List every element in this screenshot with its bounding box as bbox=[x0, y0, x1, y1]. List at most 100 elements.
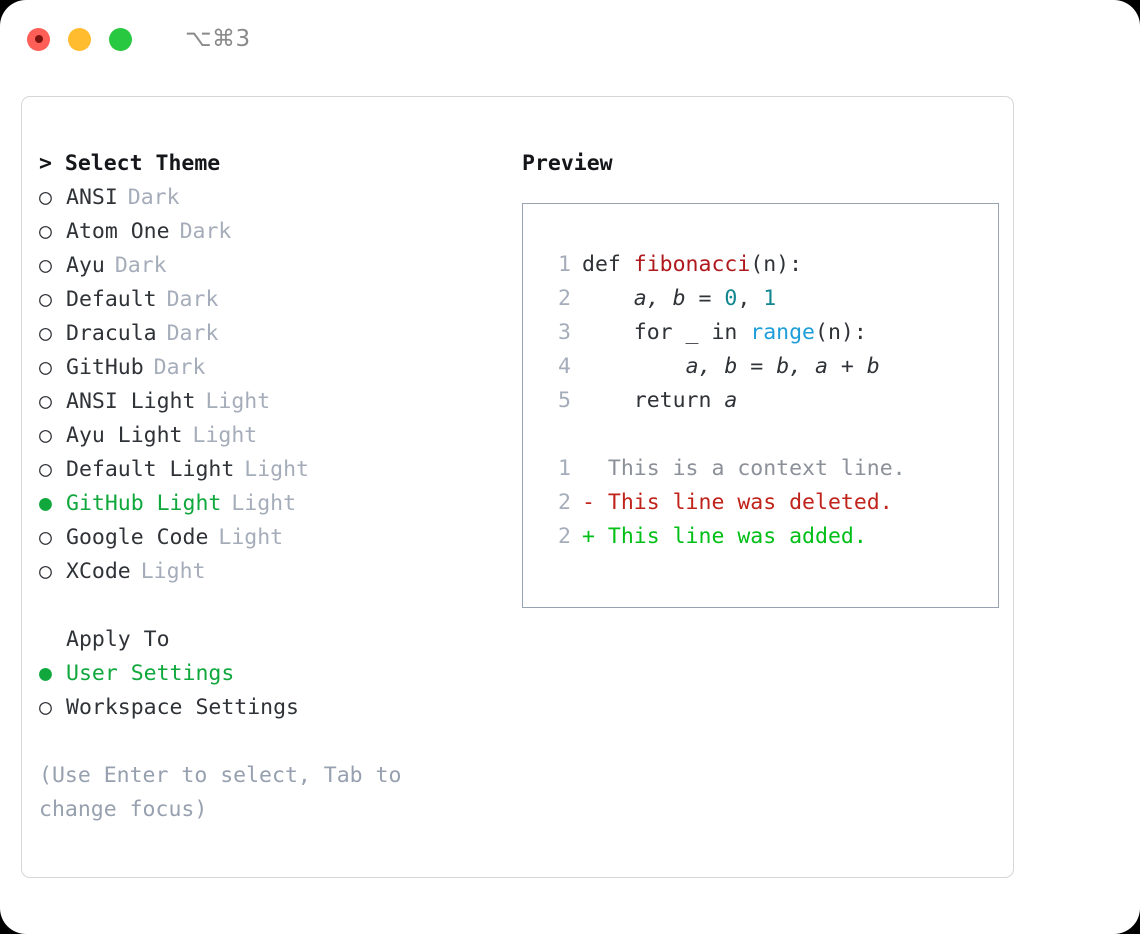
line-number: 3 bbox=[558, 320, 571, 345]
window-controls bbox=[27, 27, 132, 51]
theme-label: ANSI Light bbox=[66, 389, 196, 414]
token: 0 bbox=[724, 286, 738, 311]
code-content: a, b = 0, 1 bbox=[582, 282, 776, 316]
title-bar: ⌥⌘3 bbox=[0, 0, 1140, 78]
preview-header: Preview bbox=[522, 151, 613, 176]
minimize-window-button[interactable] bbox=[68, 27, 91, 51]
theme-item-ayu[interactable]: ○ Ayu Dark bbox=[39, 249, 504, 283]
theme-item-dracula[interactable]: ○ Dracula Dark bbox=[39, 317, 504, 351]
radio-icon: ○ bbox=[39, 389, 52, 414]
radio-icon: ○ bbox=[39, 185, 52, 210]
token bbox=[582, 354, 686, 379]
token: range bbox=[750, 320, 816, 345]
theme-tag: Dark bbox=[153, 355, 206, 380]
code-sample: 1 def fibonacci(n): 2 a, b = 0, 1 3 for … bbox=[541, 248, 998, 418]
theme-item-github-light[interactable]: ● GitHub Light Light bbox=[39, 487, 504, 521]
theme-label: ANSI bbox=[66, 185, 118, 210]
theme-label: XCode bbox=[66, 559, 131, 584]
line-number: 5 bbox=[558, 388, 571, 413]
token: a bbox=[724, 388, 738, 413]
token: a, b bbox=[685, 354, 738, 379]
token: return bbox=[582, 388, 725, 413]
token: 1 bbox=[763, 286, 777, 311]
section-spacer bbox=[39, 589, 504, 623]
diff-content: This line was added. bbox=[607, 524, 867, 549]
apply-to-item-workspace-settings[interactable]: ○ Workspace Settings bbox=[39, 691, 504, 725]
code-line: 5 return a bbox=[541, 384, 998, 418]
maximize-window-button[interactable] bbox=[109, 27, 132, 51]
diff-line-context: 1 This is a context line. bbox=[541, 452, 998, 486]
theme-item-default-light[interactable]: ○ Default Light Light bbox=[39, 453, 504, 487]
diff-content: This is a context line. bbox=[607, 456, 906, 481]
theme-item-default[interactable]: ○ Default Dark bbox=[39, 283, 504, 317]
theme-item-github[interactable]: ○ GitHub Dark bbox=[39, 351, 504, 385]
apply-to-label: Apply To bbox=[66, 627, 170, 652]
token: = bbox=[737, 354, 777, 379]
preview-column: Preview 1 def fibonacci(n): 2 a, b = 0, … bbox=[504, 147, 1013, 877]
line-number: 4 bbox=[558, 354, 571, 379]
code-content: return a bbox=[582, 384, 738, 418]
theme-label: Atom One bbox=[66, 219, 170, 244]
radio-icon: ○ bbox=[39, 253, 52, 278]
theme-label: Dracula bbox=[66, 321, 157, 346]
diff-line-deleted: 2 - This line was deleted. bbox=[541, 486, 998, 520]
code-line: 4 a, b = b, a + b bbox=[541, 350, 998, 384]
code-content: for _ in range(n): bbox=[582, 316, 867, 350]
select-theme-header: > Select Theme bbox=[39, 151, 221, 176]
token bbox=[582, 286, 634, 311]
code-content: def fibonacci(n): bbox=[582, 248, 802, 282]
theme-label: GitHub bbox=[66, 355, 144, 380]
diff-spacer bbox=[541, 418, 998, 452]
theme-item-ayu-light[interactable]: ○ Ayu Light Light bbox=[39, 419, 504, 453]
token: def bbox=[582, 252, 634, 277]
radio-icon: ○ bbox=[39, 525, 52, 550]
help-text: (Use Enter to select, Tab to change focu… bbox=[39, 763, 415, 822]
token: fibonacci bbox=[633, 252, 751, 277]
close-icon bbox=[34, 35, 43, 43]
theme-label: Google Code bbox=[66, 525, 209, 550]
line-number: 2 bbox=[558, 286, 571, 311]
keyboard-shortcut-label: ⌥⌘3 bbox=[185, 26, 251, 52]
theme-tag: Dark bbox=[114, 253, 167, 278]
token: b, a + b bbox=[776, 354, 880, 379]
theme-list: ○ ANSI Dark ○ Atom One Dark ○ Ayu Dark bbox=[39, 181, 504, 589]
theme-item-ansi[interactable]: ○ ANSI Dark bbox=[39, 181, 504, 215]
code-line: 3 for _ in range(n): bbox=[541, 316, 998, 350]
radio-icon: ○ bbox=[39, 457, 52, 482]
diff-marker: - bbox=[582, 490, 608, 515]
theme-tag: Light bbox=[218, 525, 284, 550]
theme-label: Default Light bbox=[66, 457, 235, 482]
theme-item-ansi-light[interactable]: ○ ANSI Light Light bbox=[39, 385, 504, 419]
radio-icon: ○ bbox=[39, 287, 52, 312]
diff-marker: + bbox=[582, 524, 608, 549]
radio-icon: ○ bbox=[39, 219, 52, 244]
theme-tag: Light bbox=[205, 389, 271, 414]
token: a, b bbox=[633, 286, 686, 311]
main-panel: > Select Theme ○ ANSI Dark ○ Atom One Da… bbox=[21, 96, 1014, 878]
theme-item-google-code[interactable]: ○ Google Code Light bbox=[39, 521, 504, 555]
theme-tag: Light bbox=[244, 457, 310, 482]
theme-item-xcode[interactable]: ○ XCode Light bbox=[39, 555, 504, 589]
apply-to-item-label: User Settings bbox=[66, 661, 235, 686]
token: (n): bbox=[750, 252, 803, 277]
line-number: 2 bbox=[558, 490, 571, 515]
code-line: 1 def fibonacci(n): bbox=[541, 248, 998, 282]
diff-line-added: 2 + This line was added. bbox=[541, 520, 998, 554]
theme-tag: Dark bbox=[179, 219, 232, 244]
theme-item-atom-one[interactable]: ○ Atom One Dark bbox=[39, 215, 504, 249]
theme-label: Ayu Light bbox=[66, 423, 183, 448]
apply-to-header: Apply To bbox=[39, 623, 504, 657]
apply-to-list: ● User Settings ○ Workspace Settings bbox=[39, 657, 504, 725]
token: (n): bbox=[815, 320, 867, 345]
apply-to-item-user-settings[interactable]: ● User Settings bbox=[39, 657, 504, 691]
radio-icon: ○ bbox=[39, 423, 52, 448]
line-number: 1 bbox=[558, 252, 571, 277]
token: = bbox=[685, 286, 725, 311]
radio-icon: ○ bbox=[39, 321, 52, 346]
theme-tag: Light bbox=[231, 491, 297, 516]
radio-icon: ○ bbox=[39, 695, 52, 720]
token: for _ in bbox=[582, 320, 751, 345]
close-window-button[interactable] bbox=[27, 27, 50, 51]
theme-tag: Light bbox=[140, 559, 206, 584]
